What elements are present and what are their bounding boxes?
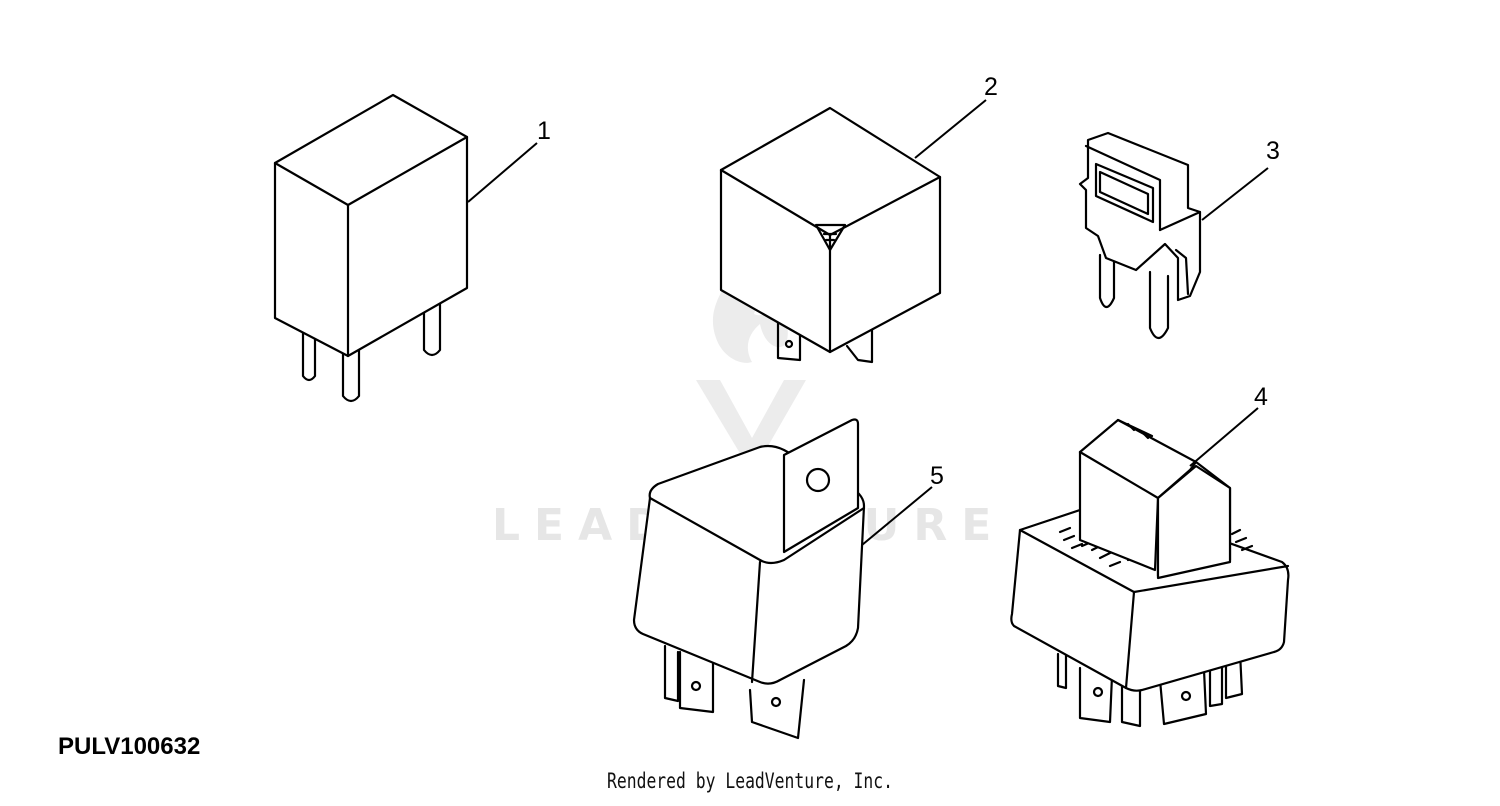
callout-4: 4 <box>1254 383 1268 411</box>
callout-3: 3 <box>1266 137 1280 165</box>
render-credit-text: Rendered by LeadVenture, Inc. <box>607 769 893 793</box>
leader-line-3 <box>1201 167 1269 221</box>
leader-line-2 <box>914 99 987 159</box>
leader-line-5 <box>861 486 933 546</box>
callout-1: 1 <box>537 117 551 145</box>
callout-2: 2 <box>984 73 998 101</box>
part-1-mini-relay <box>273 93 469 403</box>
part-4-bracket-relay <box>1010 418 1290 728</box>
part-5-relay-mounting-tab <box>632 418 866 740</box>
callout-5: 5 <box>930 462 944 490</box>
part-3-micro-relay <box>1078 131 1202 340</box>
figure-id-label: PULV100632 <box>58 733 201 760</box>
leader-line-1 <box>467 142 538 203</box>
watermark-v-logo-icon <box>696 380 806 460</box>
leader-line-4 <box>1189 407 1259 467</box>
part-2-square-relay <box>719 106 942 364</box>
